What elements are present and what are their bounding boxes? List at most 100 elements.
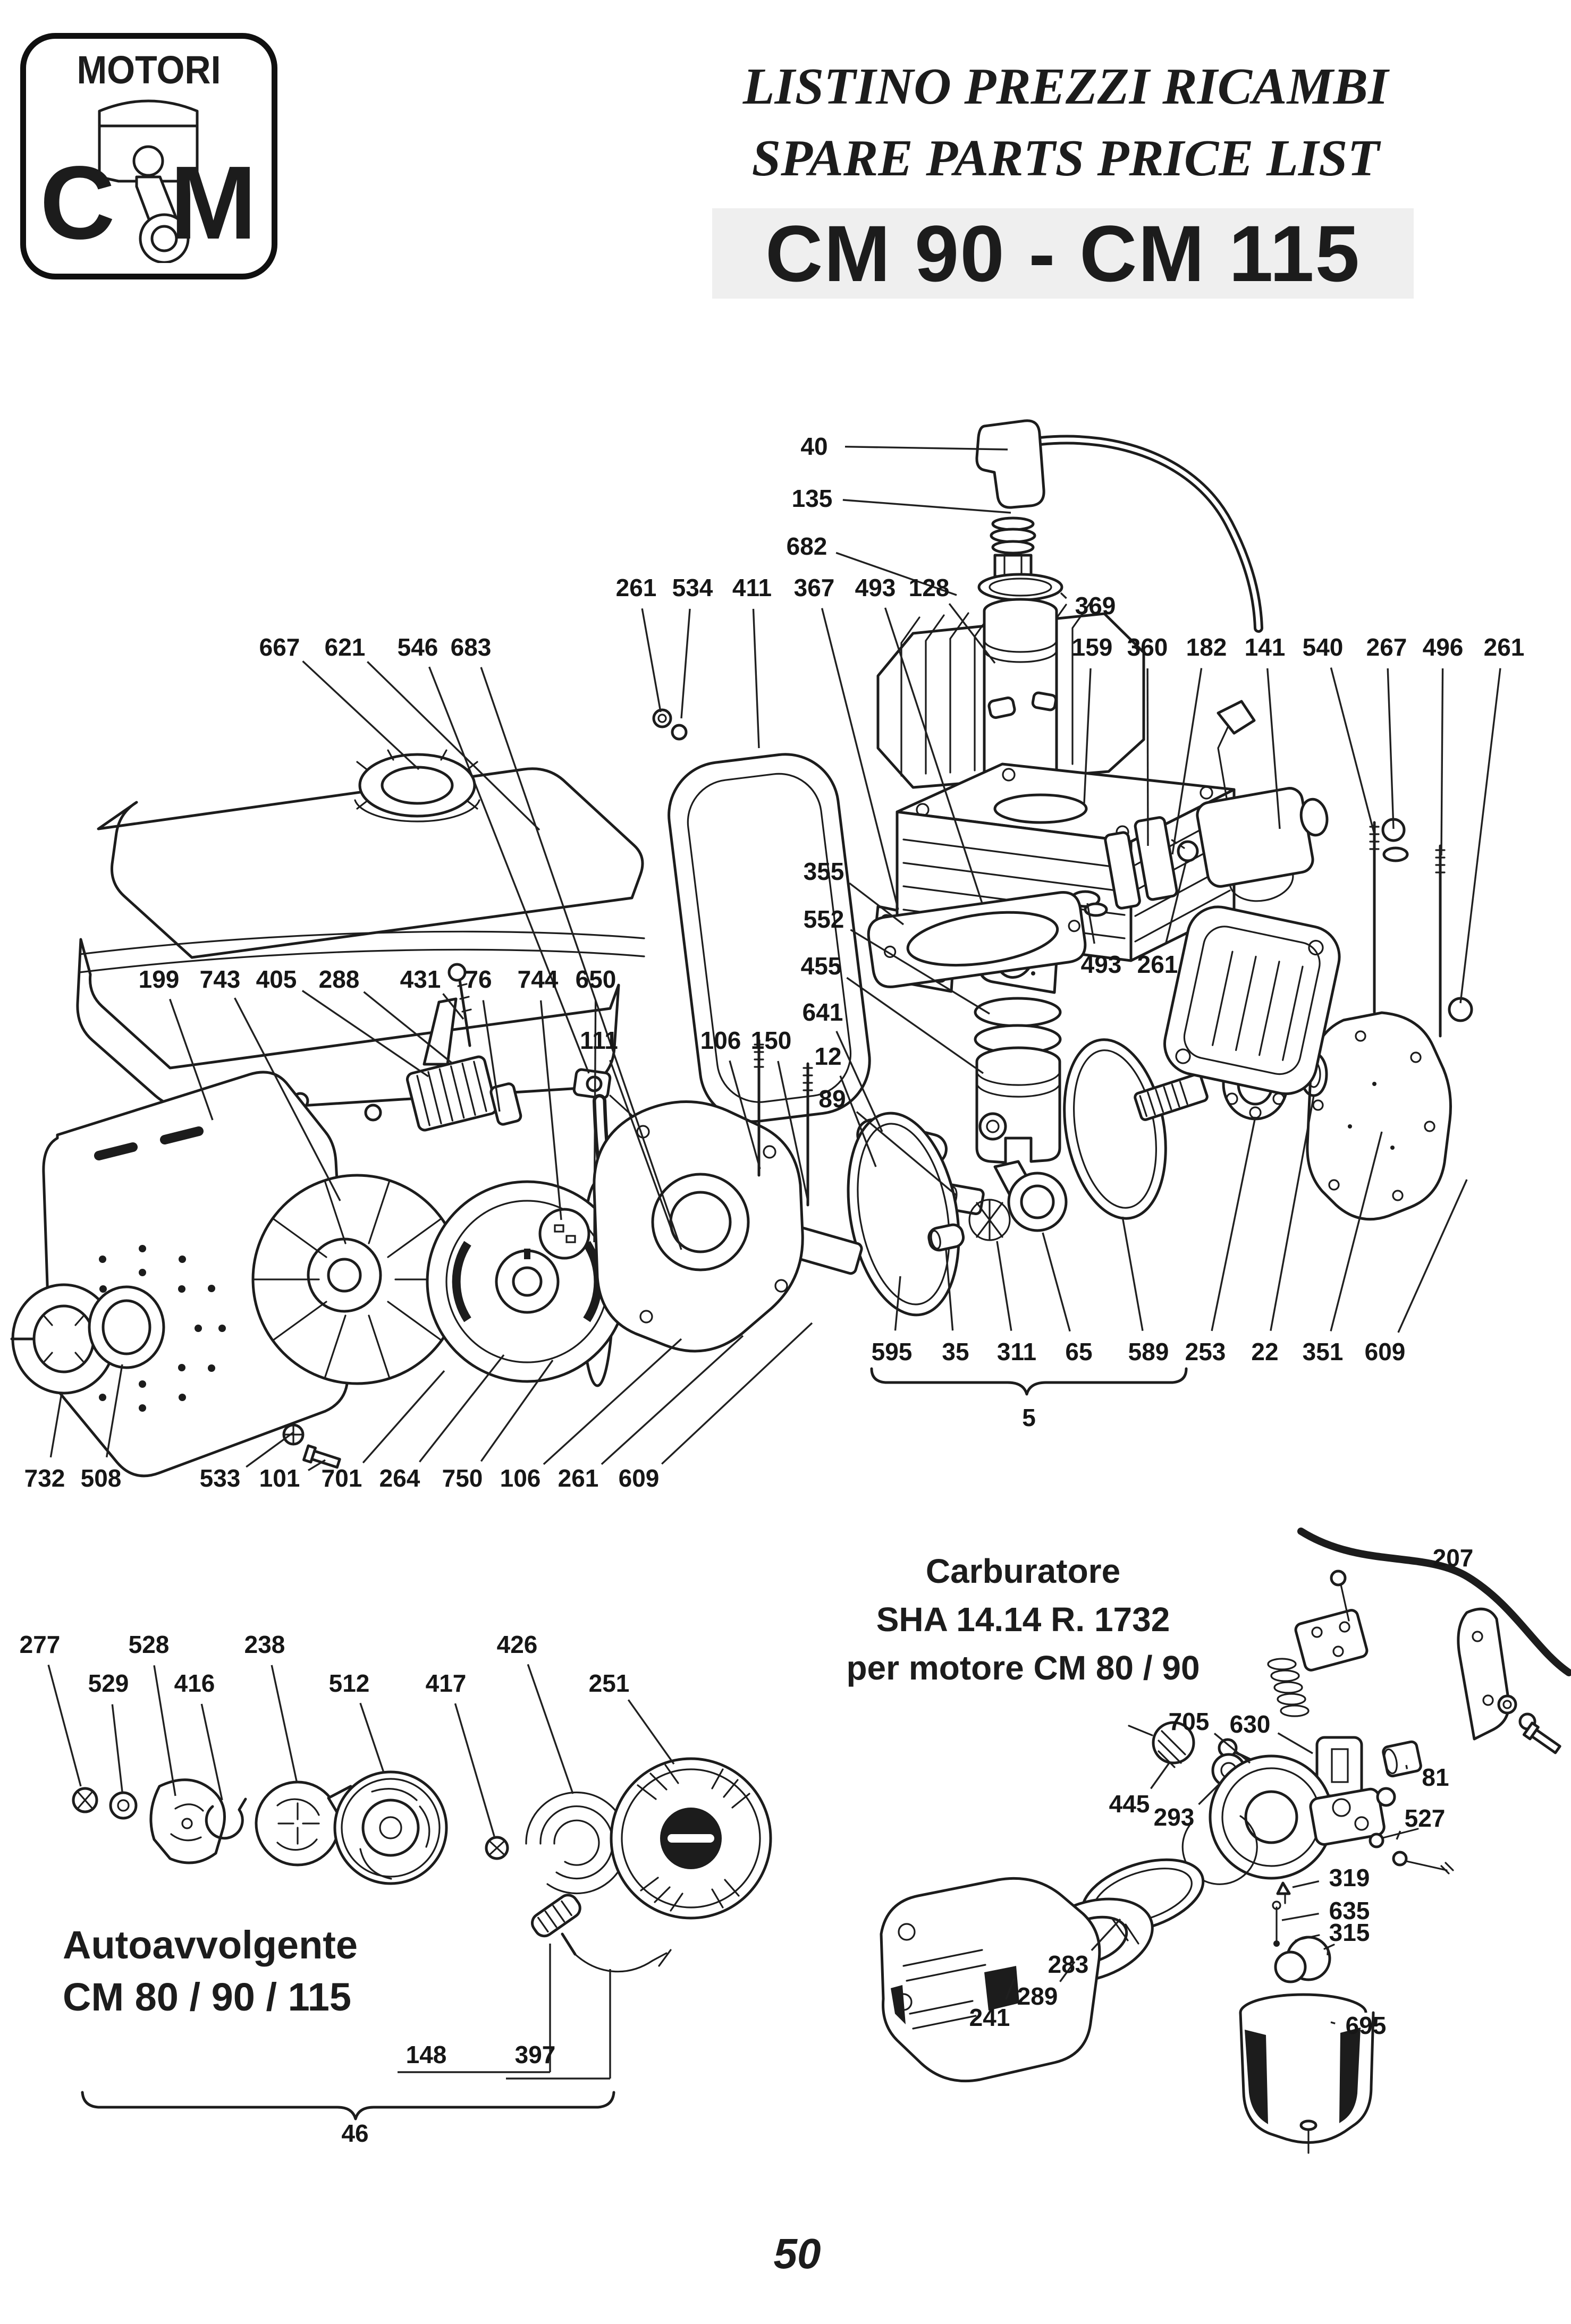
- group-5-brace: [870, 1367, 1188, 1396]
- leader-line-609: [1397, 1179, 1468, 1333]
- leader-line-750: [480, 1360, 554, 1462]
- leader-line-528: [153, 1665, 176, 1796]
- part-label-360: 360: [1127, 633, 1168, 661]
- part-label-367: 367: [793, 574, 835, 601]
- leader-line-241: [1005, 1978, 1015, 2000]
- leader-line-65: [1042, 1232, 1071, 1332]
- leader-line-253: [1211, 1116, 1256, 1331]
- leader-line-128: [948, 603, 996, 664]
- leader-line-417: [454, 1703, 495, 1837]
- part-label-182: 182: [1186, 633, 1227, 661]
- leader-line-182: [1171, 668, 1203, 855]
- leader-line-552: [850, 929, 990, 1015]
- leader-line-261: [1459, 668, 1501, 1004]
- part-label-732: 732: [24, 1464, 65, 1492]
- part-label-369: 369: [1075, 592, 1116, 620]
- part-label-22: 22: [1251, 1338, 1279, 1365]
- part-label-744: 744: [517, 965, 559, 993]
- carb-title-line3: per motore CM 80 / 90: [846, 1648, 1200, 1687]
- leader-line-533: [246, 1431, 294, 1468]
- part-label-267: 267: [1366, 633, 1407, 661]
- leader-line-40: [844, 445, 1008, 451]
- leader-line-288: [363, 991, 454, 1065]
- leader-line-141: [1266, 668, 1281, 829]
- part-label-705: 705: [1168, 1708, 1210, 1735]
- piston-logo-icon: [98, 99, 199, 263]
- part-label-641: 641: [802, 998, 843, 1026]
- leader-line-360: [1146, 668, 1149, 846]
- spark-plug-drawing: [975, 419, 1263, 633]
- part-label-65: 65: [1065, 1338, 1093, 1365]
- part-label-546: 546: [397, 633, 438, 661]
- part-label-683: 683: [450, 633, 492, 661]
- part-label-288: 288: [318, 965, 360, 993]
- leader-line-76: [482, 1000, 501, 1112]
- leader-line-35: [945, 1249, 954, 1331]
- part-label-445: 445: [1109, 1790, 1150, 1818]
- leader-line-589: [1121, 1216, 1144, 1331]
- leader-line-527: [1396, 1830, 1401, 1840]
- part-label-743: 743: [199, 965, 241, 993]
- leader-line-701: [362, 1370, 445, 1464]
- part-label-261: 261: [1483, 633, 1525, 661]
- leader-line-426: [527, 1664, 574, 1794]
- leader-line-455: [846, 977, 984, 1074]
- leader-line-106: [543, 1338, 682, 1465]
- logo-letter-c: C: [40, 145, 115, 261]
- carburetor-section-title: Carburatore SHA 14.14 R. 1732 per motore…: [771, 1547, 1276, 1692]
- leader-line-546: [428, 666, 590, 1074]
- part-label-529: 529: [88, 1669, 129, 1697]
- part-label-416: 416: [174, 1669, 215, 1697]
- leader-line-621: [367, 661, 540, 831]
- leader-line-431: [442, 993, 464, 1020]
- leader-line-267: [1387, 668, 1395, 829]
- part-label-405: 405: [256, 965, 297, 993]
- leader-line-529: [111, 1704, 123, 1792]
- leader-line-261: [641, 608, 662, 713]
- part-label-289: 289: [1017, 1982, 1058, 2010]
- part-label-609: 609: [618, 1464, 660, 1492]
- leader-line-630: [1277, 1732, 1313, 1754]
- recoil-starter-drawing: [72, 1757, 772, 2121]
- part-label-101: 101: [259, 1464, 300, 1492]
- leader-line-369: [1060, 592, 1067, 599]
- part-label-150: 150: [750, 1027, 792, 1054]
- part-label-431: 431: [400, 965, 441, 993]
- leader-line-277: [47, 1664, 82, 1787]
- leader-line-264: [419, 1354, 505, 1463]
- part-label-552: 552: [803, 905, 844, 933]
- leader-line-355: [849, 882, 905, 926]
- part-label-351: 351: [1302, 1338, 1344, 1365]
- part-label-493: 493: [855, 574, 896, 601]
- leader-line-667: [302, 660, 420, 770]
- leader-line-251: [627, 1699, 675, 1765]
- part-label-311: 311: [996, 1338, 1037, 1365]
- part-label-261: 261: [615, 574, 657, 601]
- leader-line-496: [1440, 668, 1444, 856]
- part-label-496: 496: [1422, 633, 1464, 661]
- part-label-695: 695: [1345, 2012, 1387, 2039]
- part-label-609: 609: [1364, 1338, 1406, 1365]
- leader-line-319: [1292, 1880, 1320, 1888]
- part-label-355: 355: [803, 858, 844, 885]
- recoil-section-title: Autoavvolgente CM 80 / 90 / 115: [63, 1919, 541, 2023]
- part-label-630: 630: [1229, 1710, 1271, 1738]
- model-banner: CM 90 - CM 115: [712, 208, 1414, 299]
- logo-brand-text: MOTORI: [77, 48, 221, 92]
- part-label-5: 5: [1022, 1404, 1036, 1431]
- part-label-159: 159: [1071, 633, 1113, 661]
- leader-line-22: [1270, 1095, 1315, 1331]
- leader-line-540: [1330, 667, 1375, 835]
- part-label-319: 319: [1329, 1864, 1370, 1892]
- part-label-528: 528: [128, 1631, 170, 1658]
- part-label-701: 701: [321, 1464, 362, 1492]
- leader-line-367: [821, 608, 899, 910]
- leader-line-159: [1083, 668, 1092, 804]
- part-label-589: 589: [1128, 1338, 1169, 1365]
- leader-line-199: [169, 998, 214, 1121]
- leader-line-534: [680, 608, 691, 719]
- leader-line-12: [839, 1075, 877, 1167]
- leader-line-111: [609, 1059, 672, 1228]
